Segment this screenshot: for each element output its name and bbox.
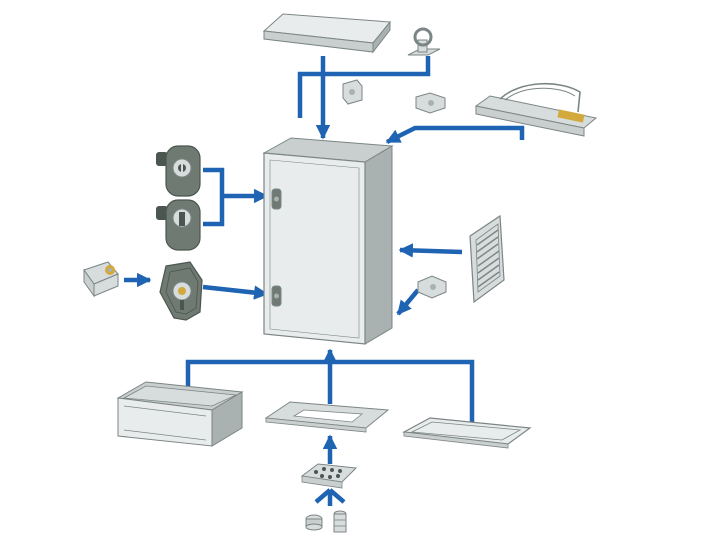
- plinth-base-icon[interactable]: [116, 381, 244, 447]
- cylinder-handle-icon[interactable]: [159, 261, 203, 321]
- arrow-vent-to-side: [398, 243, 463, 258]
- wall-bracket-left-icon[interactable]: [342, 79, 363, 105]
- arrow-eye-connector: [323, 56, 431, 77]
- cable-entry-insert-icon[interactable]: [300, 463, 358, 489]
- arrow-group: [124, 56, 525, 506]
- door-lock-upper: [271, 188, 282, 210]
- arrow-glands-to-insert: [314, 488, 346, 506]
- arrow-bracket-connector: [297, 71, 323, 118]
- gland-plate-frame-icon[interactable]: [264, 401, 390, 433]
- arrow-rail-to-top: [385, 125, 525, 145]
- louvre-vent-icon[interactable]: [469, 214, 505, 304]
- arrow-handles-to-door: [203, 167, 267, 227]
- insert-holes: [314, 467, 342, 479]
- louvre-slats: [476, 229, 500, 288]
- gland-plate-solid-icon[interactable]: [402, 417, 532, 449]
- roof-canopy-icon[interactable]: [262, 13, 391, 54]
- lifting-eye-icon[interactable]: [407, 27, 441, 56]
- profile-cylinder-icon[interactable]: [83, 261, 119, 298]
- arrow-base-to-bottom: [185, 350, 475, 422]
- mounting-rail-icon[interactable]: [474, 83, 598, 137]
- lever-handle-icon[interactable]: [156, 199, 201, 251]
- enclosure-cabinet-icon[interactable]: [262, 137, 394, 345]
- cable-gland-icon[interactable]: [305, 510, 347, 533]
- quarter-turn-lock-icon[interactable]: [156, 145, 201, 197]
- door-lock-lower: [271, 285, 282, 307]
- arrow-handle-to-door: [202, 284, 269, 300]
- wall-bracket-right-icon[interactable]: [415, 92, 446, 114]
- wall-bracket-lower-icon[interactable]: [417, 275, 447, 299]
- arrow-bracket-to-side: [396, 288, 420, 316]
